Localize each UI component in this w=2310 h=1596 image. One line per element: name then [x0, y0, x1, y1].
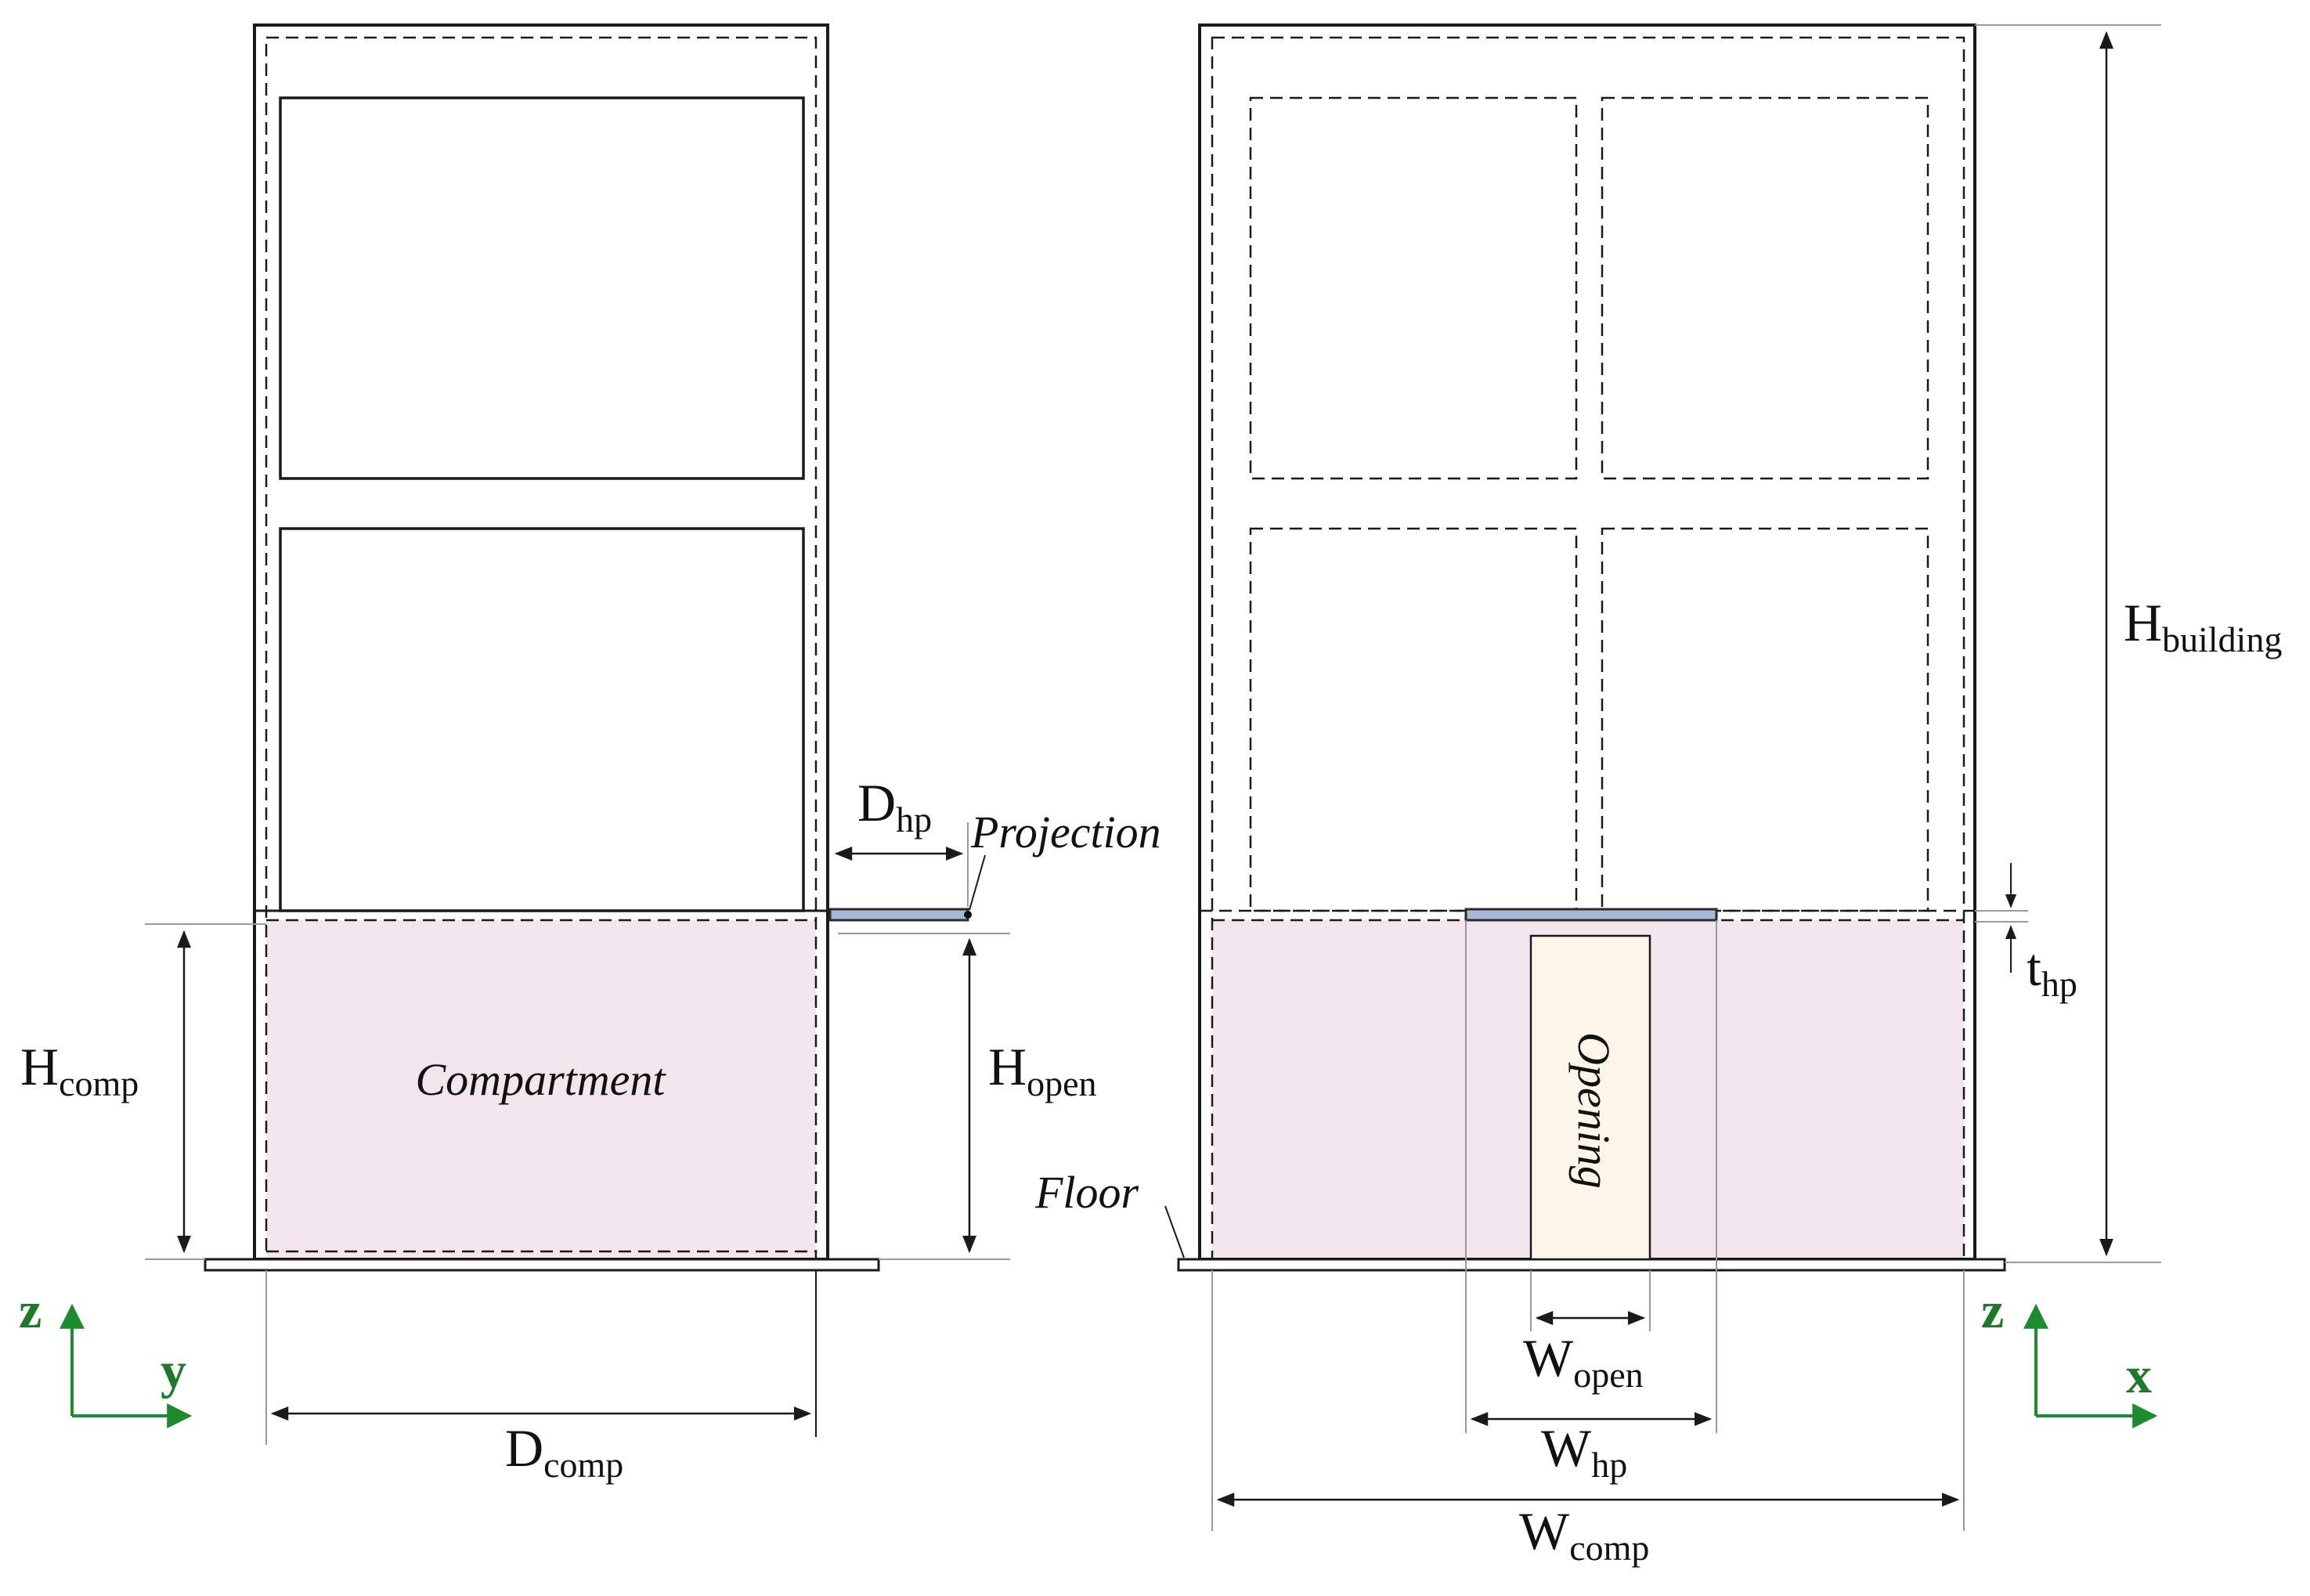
z-axis-label-left: z	[19, 1282, 42, 1339]
hopen-label: Hopen	[988, 1037, 1097, 1103]
dcomp-label: Dcomp	[505, 1418, 623, 1485]
middle-floor-room-side	[279, 527, 805, 912]
thp-label: thp	[2027, 937, 2077, 1004]
horizontal-projection-side	[828, 908, 969, 922]
floor-leader	[1164, 1205, 1185, 1258]
upper-floor-room-side	[279, 96, 805, 480]
z-axis-label-right: z	[1981, 1282, 2004, 1339]
horizontal-projection-front	[1464, 908, 1718, 922]
opening-rect	[1529, 934, 1651, 1261]
hbuilding-label: Hbuilding	[2124, 593, 2282, 659]
room-top-right-front	[1601, 96, 1929, 480]
wopen-label: Wopen	[1523, 1328, 1644, 1395]
compartment-label: Compartment	[416, 1054, 667, 1105]
hcomp-label: Hcomp	[20, 1037, 139, 1103]
room-top-left-front	[1249, 96, 1578, 480]
wcomp-label: Wcomp	[1519, 1501, 1649, 1568]
compartment-area-side	[266, 920, 816, 1259]
floor-slab-front	[1177, 1258, 2006, 1272]
y-axis-label: y	[161, 1342, 186, 1399]
x-axis-label: x	[2126, 1347, 2152, 1404]
floor-label: Floor	[1034, 1167, 1139, 1218]
front-view: Opening Hbuilding thp Floor Wopen Whp Wc…	[1034, 23, 2282, 1568]
room-mid-left-front	[1249, 527, 1578, 912]
side-view: Hcomp Hopen Dhp Projection Compartment D…	[19, 23, 1161, 1485]
floor-slab-side	[204, 1258, 880, 1272]
dhp-label: Dhp	[857, 773, 932, 840]
projection-leader	[969, 854, 986, 911]
opening-label: Opening	[1568, 1032, 1619, 1189]
projection-tip-dot	[964, 911, 972, 919]
projection-label: Projection	[970, 807, 1161, 858]
room-mid-right-front	[1601, 527, 1929, 912]
whp-label: Whp	[1541, 1418, 1627, 1485]
